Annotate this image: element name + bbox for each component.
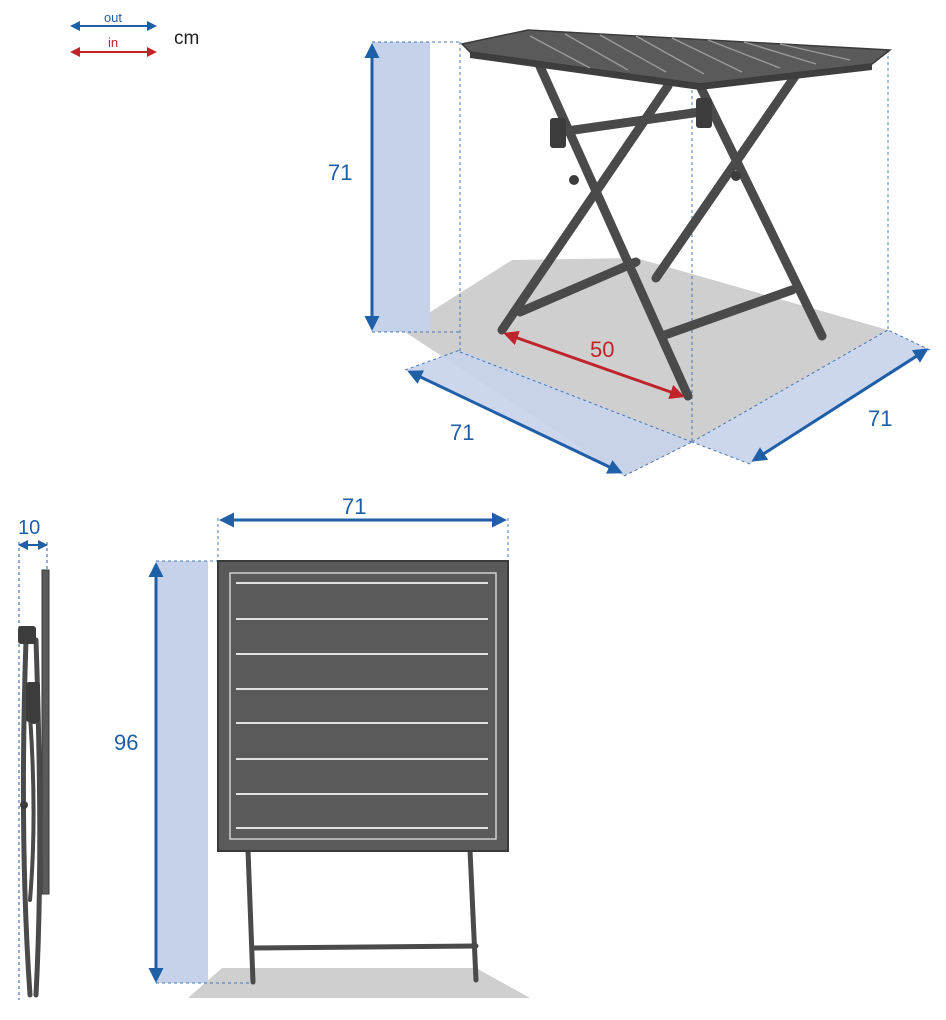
leg-span-arrow bbox=[503, 330, 685, 400]
legend-in-label: in bbox=[108, 35, 118, 50]
folded-tabletop-inner bbox=[229, 572, 497, 840]
folded-width-label: 71 bbox=[342, 494, 366, 519]
tabletop-slats bbox=[529, 33, 851, 75]
tabletop-edge bbox=[470, 52, 872, 90]
folded-tabletop-slats bbox=[236, 582, 488, 829]
folded-height-label: 96 bbox=[114, 730, 138, 755]
leg-span-label: 50 bbox=[590, 337, 614, 362]
folded-front-view: 71 96 bbox=[114, 494, 530, 998]
table-frame bbox=[497, 57, 827, 401]
open-table-view: 71 50 71 71 bbox=[328, 29, 931, 477]
folded-height-plane bbox=[156, 561, 208, 983]
height-plane bbox=[372, 42, 430, 332]
folded-side-view: 10 bbox=[18, 517, 50, 1000]
unit-label: cm bbox=[174, 28, 199, 49]
legend: out in cm bbox=[70, 10, 199, 57]
thickness-label: 10 bbox=[18, 517, 40, 539]
depth-left-label: 71 bbox=[450, 420, 474, 445]
folded-tabletop bbox=[217, 560, 509, 852]
legend-out-label: out bbox=[104, 10, 122, 25]
table-frame-hinges bbox=[550, 98, 741, 185]
depth-right-arrow bbox=[751, 348, 929, 462]
folded-floor-shadow bbox=[188, 968, 530, 998]
folded-legs bbox=[245, 847, 479, 985]
folded-hinges bbox=[18, 626, 40, 809]
height-label: 71 bbox=[328, 160, 352, 185]
depth-right-label: 71 bbox=[868, 406, 892, 431]
tabletop bbox=[460, 29, 893, 85]
depth-left-arrow bbox=[407, 370, 623, 474]
